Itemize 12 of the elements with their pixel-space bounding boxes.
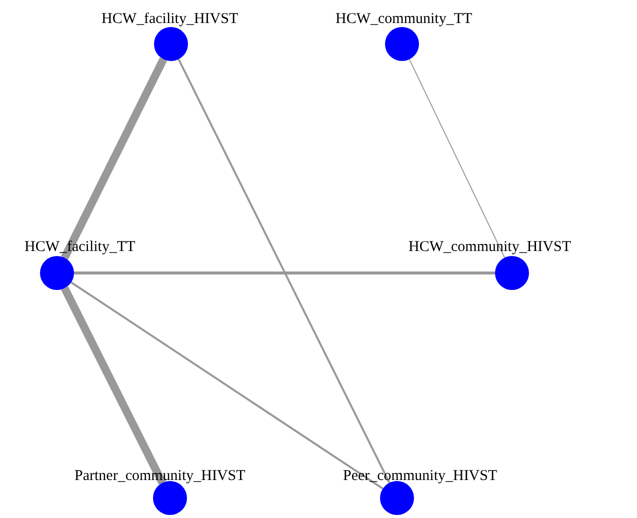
node-label: HCW_community_HIVST: [408, 238, 571, 256]
edge-line: [61, 286, 166, 485]
node-label: Partner_community_HIVST: [74, 467, 246, 485]
node-label: HCW_community_TT: [336, 10, 472, 28]
edge-line: [61, 57, 167, 260]
node-label: HCW_facility_TT: [24, 238, 136, 256]
edge-line: [178, 58, 390, 484]
node-label: Peer_community_HIVST: [343, 467, 498, 485]
node-label: HCW_facility_HIVST: [102, 10, 238, 28]
edge-line: [408, 58, 506, 258]
edge-line: [74, 272, 495, 274]
edge-line: [70, 282, 384, 490]
